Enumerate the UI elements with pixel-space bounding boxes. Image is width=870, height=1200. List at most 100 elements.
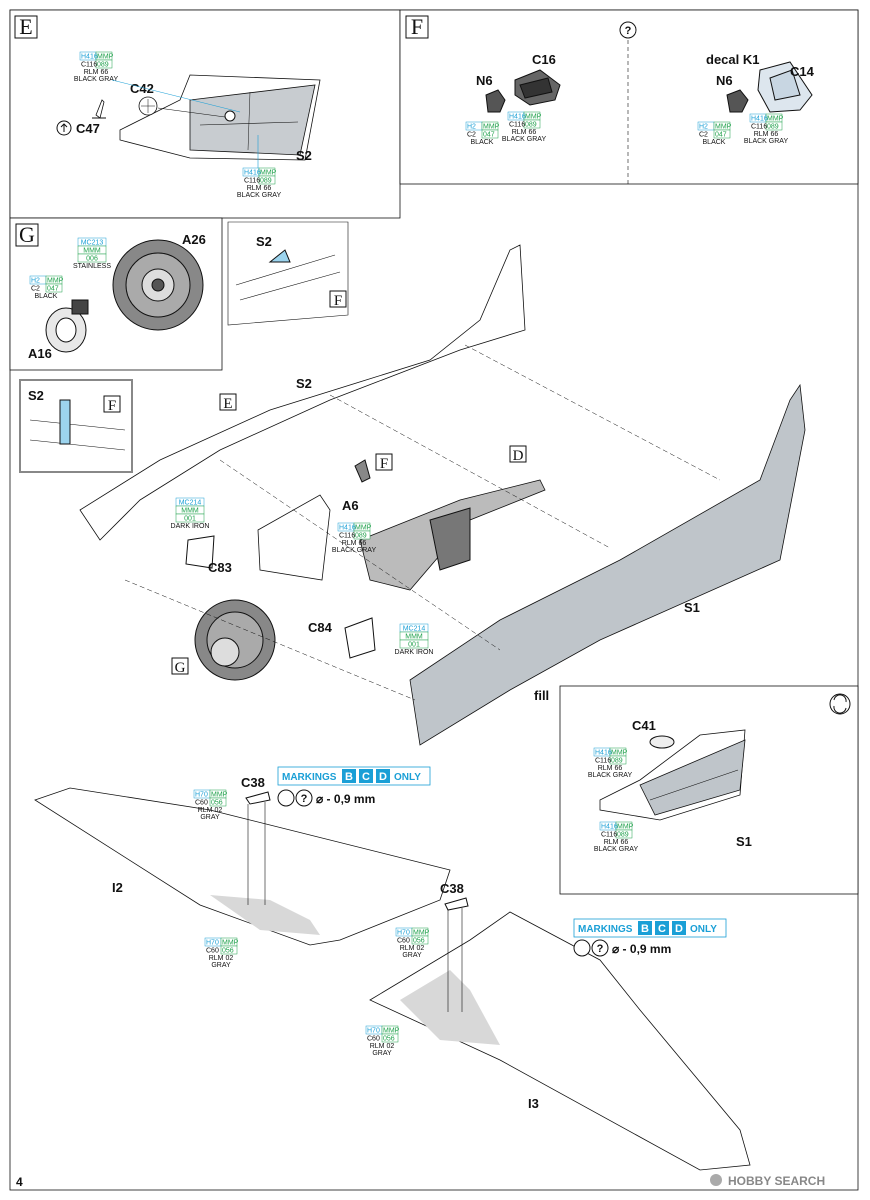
color-callout: H416 MMP C116 089 RLM 66 BLACK GRAY [744,113,789,145]
svg-text:MMM: MMM [83,248,101,255]
svg-text:RLM 66: RLM 66 [604,839,629,846]
svg-text:047: 047 [483,132,495,139]
radial-engine-main [194,599,276,681]
svg-text:C116: C116 [339,533,355,540]
svg-text:C2: C2 [31,286,40,293]
svg-text:089: 089 [617,832,629,839]
flip-icon [56,120,72,136]
fuselage-s2-label: S2 [296,376,312,391]
svg-text:GRAY: GRAY [402,952,422,959]
svg-text:MC214: MC214 [179,500,202,507]
svg-text:BLACK GRAY: BLACK GRAY [594,846,639,853]
svg-text:C60: C60 [195,800,208,807]
part-n6-label: N6 [476,73,493,88]
svg-text:D: D [675,923,683,935]
decal-k1-label: decal K1 [706,52,759,67]
svg-text:?: ? [625,25,632,37]
svg-text:GRAY: GRAY [200,814,220,821]
svg-text:H70: H70 [195,792,208,799]
color-name-2: BLACK GRAY [74,76,119,83]
assembly-guides [124,344,721,701]
svg-text:BLACK: BLACK [35,293,58,300]
gunze-aqueous-code: H416 [244,170,261,177]
svg-text:089: 089 [355,533,367,540]
svg-text:⌀ - 0,9 mm: ⌀ - 0,9 mm [612,942,671,956]
svg-text:?: ? [301,793,308,805]
fuselage-half-s1 [409,383,806,746]
panel-f-letter: F [411,14,423,39]
svg-text:STAINLESS: STAINLESS [73,263,111,270]
svg-text:H2: H2 [467,124,476,131]
panel-f-badge [405,15,429,39]
fill-label: fill [534,688,549,703]
paint-brand: MMP [260,170,277,177]
svg-text:RLM 66: RLM 66 [754,131,779,138]
svg-text:BLACK: BLACK [471,139,494,146]
part-a6-shape [354,459,371,483]
fuselage-half-s2 [79,244,526,541]
svg-text:MMP: MMP [383,1028,400,1035]
svg-text:089: 089 [525,122,537,129]
svg-text:C2: C2 [467,132,476,139]
svg-text:MMP: MMP [525,114,542,121]
svg-text:MMM: MMM [181,508,199,515]
svg-text:HOBBY SEARCH: HOBBY SEARCH [728,1174,825,1188]
inset-s1: C41 S1 H416 MMP C116 089 RLM 66 BLACK GR… [559,685,859,895]
svg-text:B: B [641,923,649,935]
panel-e: E C42 C47 S2 H416 [9,9,401,219]
ref-f-side-label: F [108,398,116,414]
color-callout: H2 MMP C2 047 BLACK [29,275,64,300]
panel-f-seat-parts-b [726,61,813,113]
svg-text:MMP: MMP [47,278,64,285]
svg-text:ONLY: ONLY [394,772,421,783]
part-s2-label: S2 [296,148,312,163]
ref-f-label: F [334,293,342,309]
svg-text:089: 089 [611,758,623,765]
strut-c38-left [245,791,271,805]
mr-color-code: C116 [81,62,97,69]
part-c83-shape [185,535,215,569]
svg-text:BLACK GRAY: BLACK GRAY [744,138,789,145]
svg-text:MARKINGS: MARKINGS [578,924,633,935]
part-n6-label-b: N6 [716,73,733,88]
color-callout: H416 MMP C116 089 RLM 66 BLACK GRAY [74,51,119,83]
svg-text:056: 056 [413,938,425,945]
svg-text:RLM 66: RLM 66 [512,129,537,136]
svg-text:ONLY: ONLY [690,924,717,935]
svg-text:056: 056 [211,800,223,807]
svg-text:MARKINGS: MARKINGS [282,772,337,783]
svg-text:MMP: MMP [611,750,628,757]
svg-text:H416: H416 [339,525,356,532]
color-name-2: BLACK GRAY [237,192,282,199]
svg-text:BLACK GRAY: BLACK GRAY [588,772,633,779]
svg-text:MMP: MMP [483,124,500,131]
detail-s2-label: S2 [256,234,272,249]
rotate-icon [829,693,851,715]
color-callout: MC213 MMM 006 STAINLESS [73,237,111,270]
svg-text:056: 056 [222,948,234,955]
panel-e-letter: E [19,14,32,39]
mr-color-code: C116 [244,178,260,185]
panel-g-letter: G [19,222,35,247]
page-number: 4 [16,1175,23,1189]
part-c84-shape [344,617,376,659]
panel-e-fuselage-s2 [119,74,321,161]
part-c16-label: C16 [532,52,556,67]
svg-text:DARK IRON: DARK IRON [171,523,210,530]
part-a16-label: A16 [28,346,52,361]
inset-s1-label: S1 [736,834,752,849]
svg-text:MMP: MMP [211,792,228,799]
svg-text:⌀ - 0,9 mm: ⌀ - 0,9 mm [316,792,375,806]
strut-c38-left-label: C38 [241,775,265,790]
svg-text:BLACK: BLACK [703,139,726,146]
watermark: HOBBY SEARCH [710,1174,825,1188]
ref-f-a6-label: F [380,456,388,472]
panel-g: G A26 A16 MC213 MMM 006 STAINLESS H2 [9,217,223,371]
drill-note-right: ? ⌀ - 0,9 mm [573,939,671,957]
svg-text:C116: C116 [751,124,767,131]
svg-text:BLACK GRAY: BLACK GRAY [332,547,377,554]
svg-text:089: 089 [767,124,779,131]
panel-e-frame [9,9,401,219]
svg-text:MC214: MC214 [403,626,426,633]
